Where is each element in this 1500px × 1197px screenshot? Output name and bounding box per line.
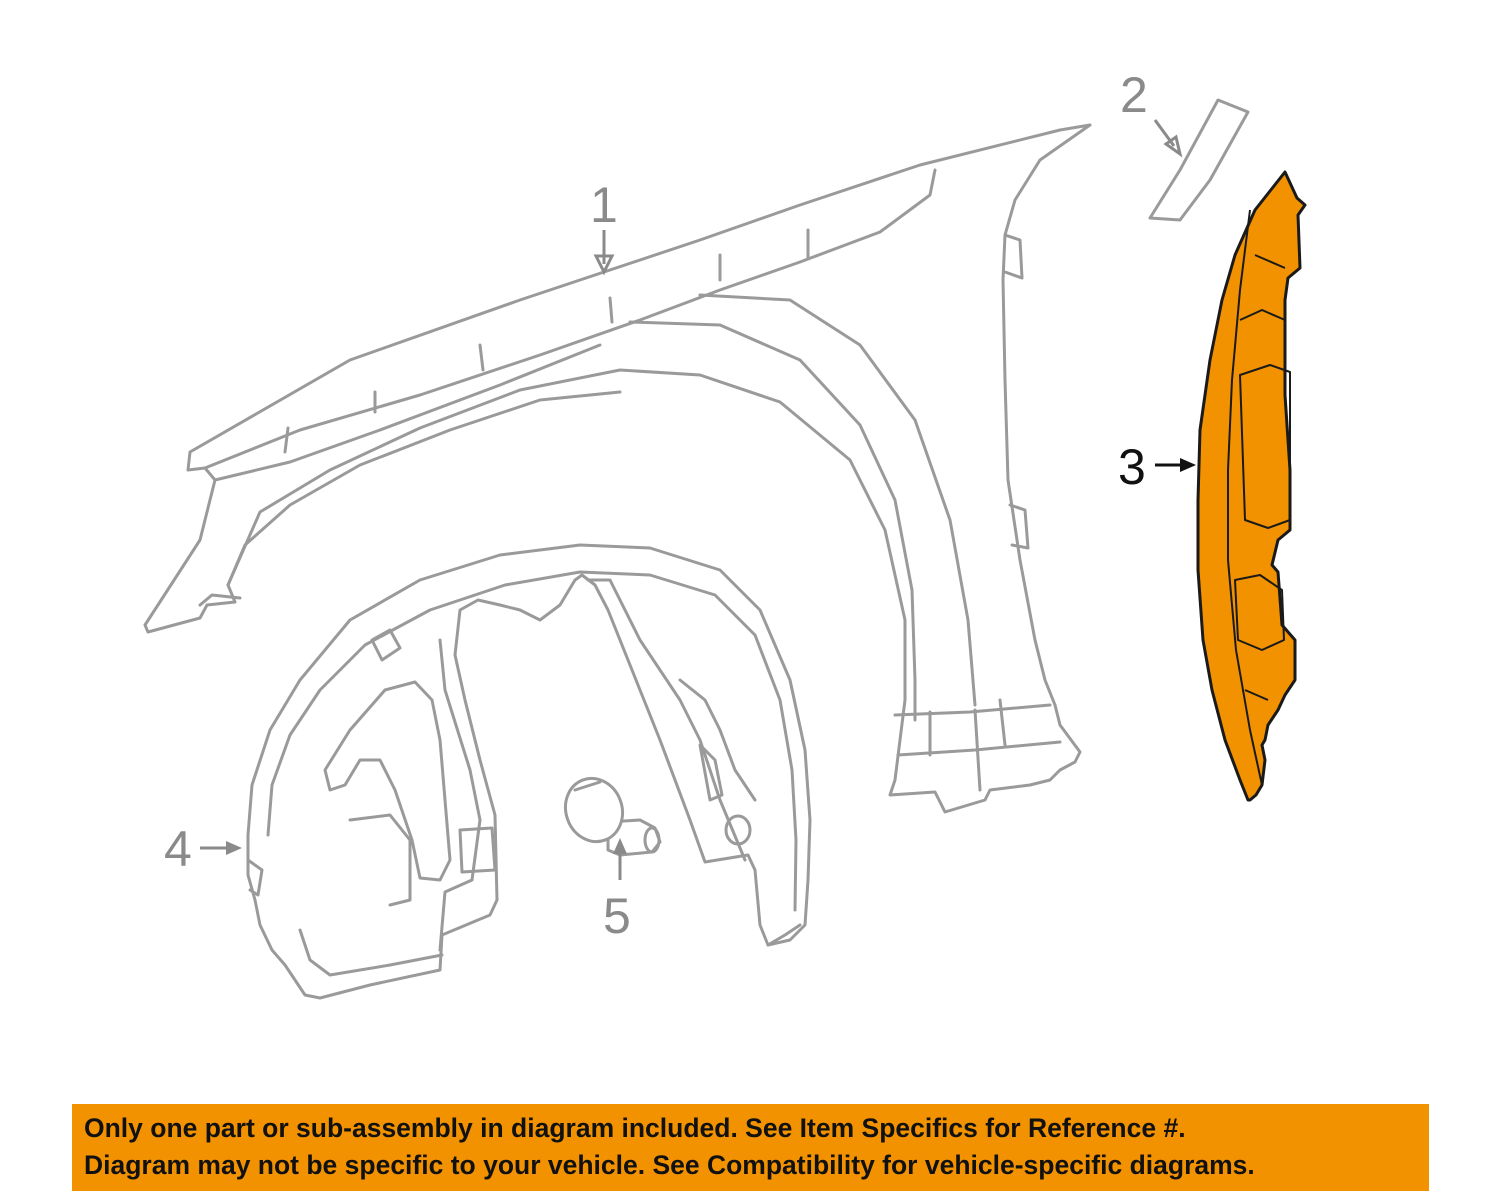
fender-liner-part: [246, 543, 812, 1000]
parts-diagram: 1 2 3 4 5: [143, 67, 1307, 1000]
disclaimer-line-1: Only one part or sub-assembly in diagram…: [84, 1113, 1186, 1143]
disclaimer-line-2: Diagram may not be specific to your vehi…: [84, 1150, 1255, 1180]
callout-3: 3: [1118, 439, 1146, 495]
trim-strip-part: [1148, 98, 1250, 222]
disclaimer-banner: Only one part or sub-assembly in diagram…: [72, 1104, 1429, 1191]
push-clip-part: [564, 776, 662, 857]
highlighted-part-fill: [1196, 170, 1307, 802]
callout-1: 1: [590, 177, 618, 233]
callout-4: 4: [164, 821, 192, 877]
callout-2: 2: [1120, 67, 1148, 123]
insulator-part: [1196, 170, 1307, 802]
callout-5: 5: [603, 888, 631, 944]
fender-part: [143, 123, 1092, 814]
